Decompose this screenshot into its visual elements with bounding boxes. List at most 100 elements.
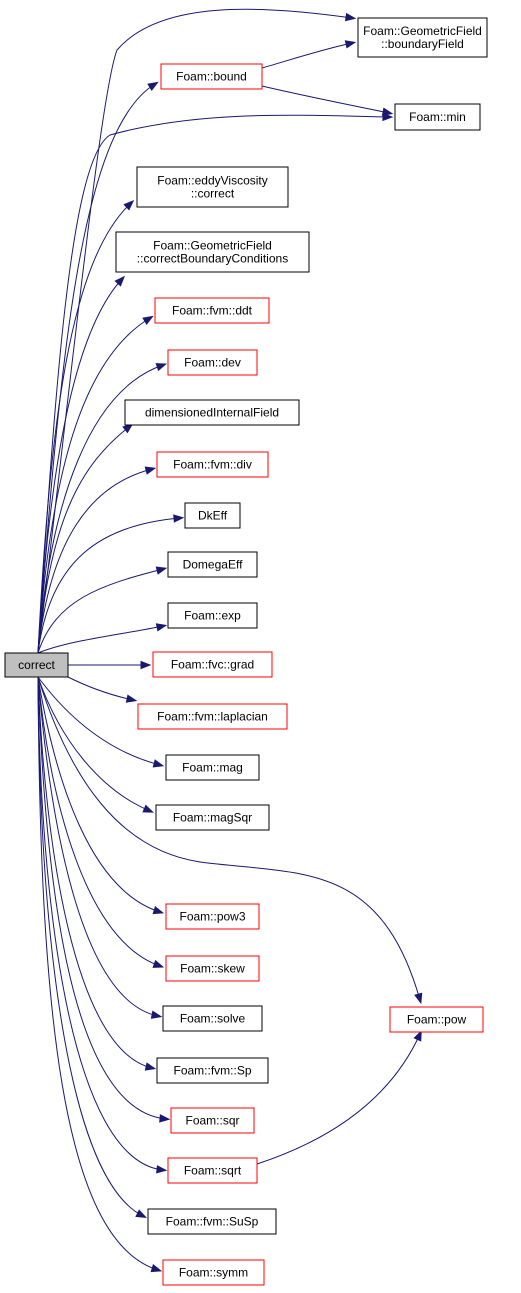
node-correct-boundary-conditions-label-2: ::correctBoundaryConditions: [137, 252, 288, 266]
edge-bound-to-geometric-field-boundary-field-arrowhead: [344, 40, 357, 49]
node-skew-label: Foam::skew: [180, 962, 245, 976]
edge-bound-to-geometric-field-boundary-field: [261, 40, 357, 69]
node-fvm-laplacian[interactable]: Foam::fvm::laplacian: [137, 703, 288, 730]
node-fvc-grad[interactable]: Foam::fvc::grad: [152, 651, 273, 678]
edge-correct-to-fvm-div: [37, 466, 157, 654]
edge-correct-to-skew: [37, 676, 165, 968]
edge-correct-to-pow3-arrowhead: [152, 906, 165, 915]
node-dk-eff-box: [184, 502, 241, 529]
edge-correct-to-dev-arrowhead: [155, 363, 168, 372]
edge-correct-to-skew-line: [37, 676, 161, 967]
edge-correct-to-solve: [37, 676, 163, 1019]
edge-correct-to-fvm-susp-line: [37, 676, 144, 1217]
node-fvm-laplacian-box: [137, 703, 288, 730]
node-pow-label: Foam::pow: [407, 1013, 467, 1027]
edge-correct-to-mag-sqr-line: [37, 676, 151, 812]
node-dimensioned-internal-field[interactable]: dimensionedInternalField: [124, 399, 300, 426]
edge-correct-to-sqr-arrowhead: [159, 1114, 171, 1123]
edge-correct-to-symm-line: [37, 676, 159, 1271]
node-symm-label: Foam::symm: [179, 1266, 248, 1280]
node-pow[interactable]: Foam::pow: [389, 1006, 484, 1033]
node-solve[interactable]: Foam::solve: [162, 1005, 263, 1032]
edge-correct-to-bound: [37, 81, 159, 654]
node-fvc-grad-box: [152, 651, 273, 678]
node-fvm-div[interactable]: Foam::fvm::div: [156, 451, 269, 478]
edge-correct-to-pow-line: [37, 676, 421, 1001]
edge-correct-to-fvm-laplacian-arrowhead: [125, 694, 138, 703]
node-fvc-grad-label: Foam::fvc::grad: [171, 658, 254, 672]
node-mag-sqr-box: [155, 804, 270, 831]
edge-correct-to-fvm-susp: [37, 676, 147, 1218]
node-fvm-sp-label: Foam::fvm::Sp: [173, 1064, 251, 1078]
edge-correct-to-min-line: [37, 114, 390, 654]
node-bound[interactable]: Foam::bound: [160, 63, 263, 90]
node-pow-box: [389, 1006, 484, 1033]
edge-correct-to-domega-eff: [37, 566, 168, 654]
node-fvm-sp-box: [156, 1057, 269, 1084]
node-eddy-viscosity-correct[interactable]: Foam::eddyViscosity::correct: [136, 166, 289, 208]
node-sqrt-label: Foam::sqrt: [184, 1164, 242, 1178]
edge-correct-to-fvm-sp: [37, 676, 157, 1071]
node-skew[interactable]: Foam::skew: [165, 955, 260, 982]
edge-correct-to-dimensioned-internal-field: [37, 423, 134, 654]
node-domega-eff-box: [167, 551, 258, 578]
node-dev[interactable]: Foam::dev: [167, 349, 258, 376]
node-fvm-ddt[interactable]: Foam::fvm::ddt: [154, 297, 270, 324]
edge-correct-to-eddy-viscosity-correct-arrowhead: [123, 200, 135, 211]
node-min-box: [394, 103, 481, 131]
node-fvm-susp-box: [147, 1208, 277, 1235]
edge-correct-to-domega-eff-arrowhead: [155, 566, 168, 575]
node-pow3[interactable]: Foam::pow3: [165, 903, 260, 930]
edge-correct-to-mag-sqr-arrowhead: [142, 804, 155, 813]
node-dimensioned-internal-field-label: dimensionedInternalField: [145, 406, 279, 420]
node-mag-box: [165, 754, 260, 781]
edge-correct-to-fvm-susp-arrowhead: [135, 1209, 147, 1218]
edge-correct-to-fvm-ddt-line: [37, 317, 151, 654]
nodes-layer: correct Foam::GeometricField::boundaryFie…: [4, 17, 488, 1286]
node-domega-eff[interactable]: DomegaEff: [167, 551, 258, 578]
node-fvm-susp[interactable]: Foam::fvm::SuSp: [147, 1208, 277, 1235]
edge-correct-to-mag-sqr: [37, 676, 155, 813]
node-solve-label: Foam::solve: [180, 1012, 246, 1026]
edge-correct-to-dev-line: [37, 364, 164, 654]
edge-correct-to-bound-arrowhead: [147, 81, 159, 92]
node-exp[interactable]: Foam::exp: [167, 602, 258, 629]
node-solve-box: [162, 1005, 263, 1032]
edge-correct-to-exp-arrowhead: [155, 623, 168, 632]
edge-correct-to-pow: [37, 676, 423, 1005]
node-correct[interactable]: correct: [4, 652, 69, 678]
edge-correct-to-mag-line: [37, 676, 161, 766]
node-min[interactable]: Foam::min: [394, 103, 481, 131]
node-correct-label: correct: [18, 658, 55, 672]
node-correct-boundary-conditions-box: [115, 231, 310, 273]
node-dk-eff[interactable]: DkEff: [184, 502, 241, 529]
edge-correct-to-dimensioned-internal-field-arrowhead: [122, 423, 134, 434]
edge-correct-to-eddy-viscosity-correct: [37, 200, 135, 654]
node-sqrt[interactable]: Foam::sqrt: [167, 1157, 258, 1184]
edge-correct-to-domega-eff-line: [37, 568, 164, 654]
node-pow3-box: [165, 903, 260, 930]
node-eddy-viscosity-correct-box: [136, 166, 289, 208]
edge-correct-to-sqr: [37, 676, 171, 1123]
edge-correct-to-geometric-field-boundary-field-line: [37, 8, 353, 654]
node-mag-sqr[interactable]: Foam::magSqr: [155, 804, 270, 831]
edge-correct-to-geometric-field-boundary-field-arrowhead: [344, 12, 357, 22]
node-correct-boundary-conditions[interactable]: Foam::GeometricField::correctBoundaryCon…: [115, 231, 310, 273]
edge-correct-to-fvm-div-arrowhead: [144, 466, 157, 475]
node-geometric-field-boundary-field-label-2: ::boundaryField: [381, 37, 464, 51]
edge-correct-to-exp: [37, 623, 168, 654]
edge-sqrt-to-pow-line: [256, 1033, 421, 1165]
node-sqr[interactable]: Foam::sqr: [170, 1107, 255, 1134]
node-fvm-div-label: Foam::fvm::div: [173, 458, 252, 472]
node-mag[interactable]: Foam::mag: [165, 754, 260, 781]
node-symm[interactable]: Foam::symm: [162, 1259, 265, 1286]
node-min-label: Foam::min: [409, 110, 466, 124]
edge-correct-to-bound-line: [37, 83, 156, 654]
node-bound-box: [160, 63, 263, 90]
edge-correct-to-fvm-div-line: [37, 468, 153, 654]
node-geometric-field-boundary-field[interactable]: Foam::GeometricField::boundaryField: [357, 17, 488, 58]
edge-correct-to-pow3: [37, 676, 165, 915]
node-sqrt-box: [167, 1157, 258, 1184]
node-fvm-sp[interactable]: Foam::fvm::Sp: [156, 1057, 269, 1084]
edge-correct-to-fvc-grad: [68, 660, 152, 670]
